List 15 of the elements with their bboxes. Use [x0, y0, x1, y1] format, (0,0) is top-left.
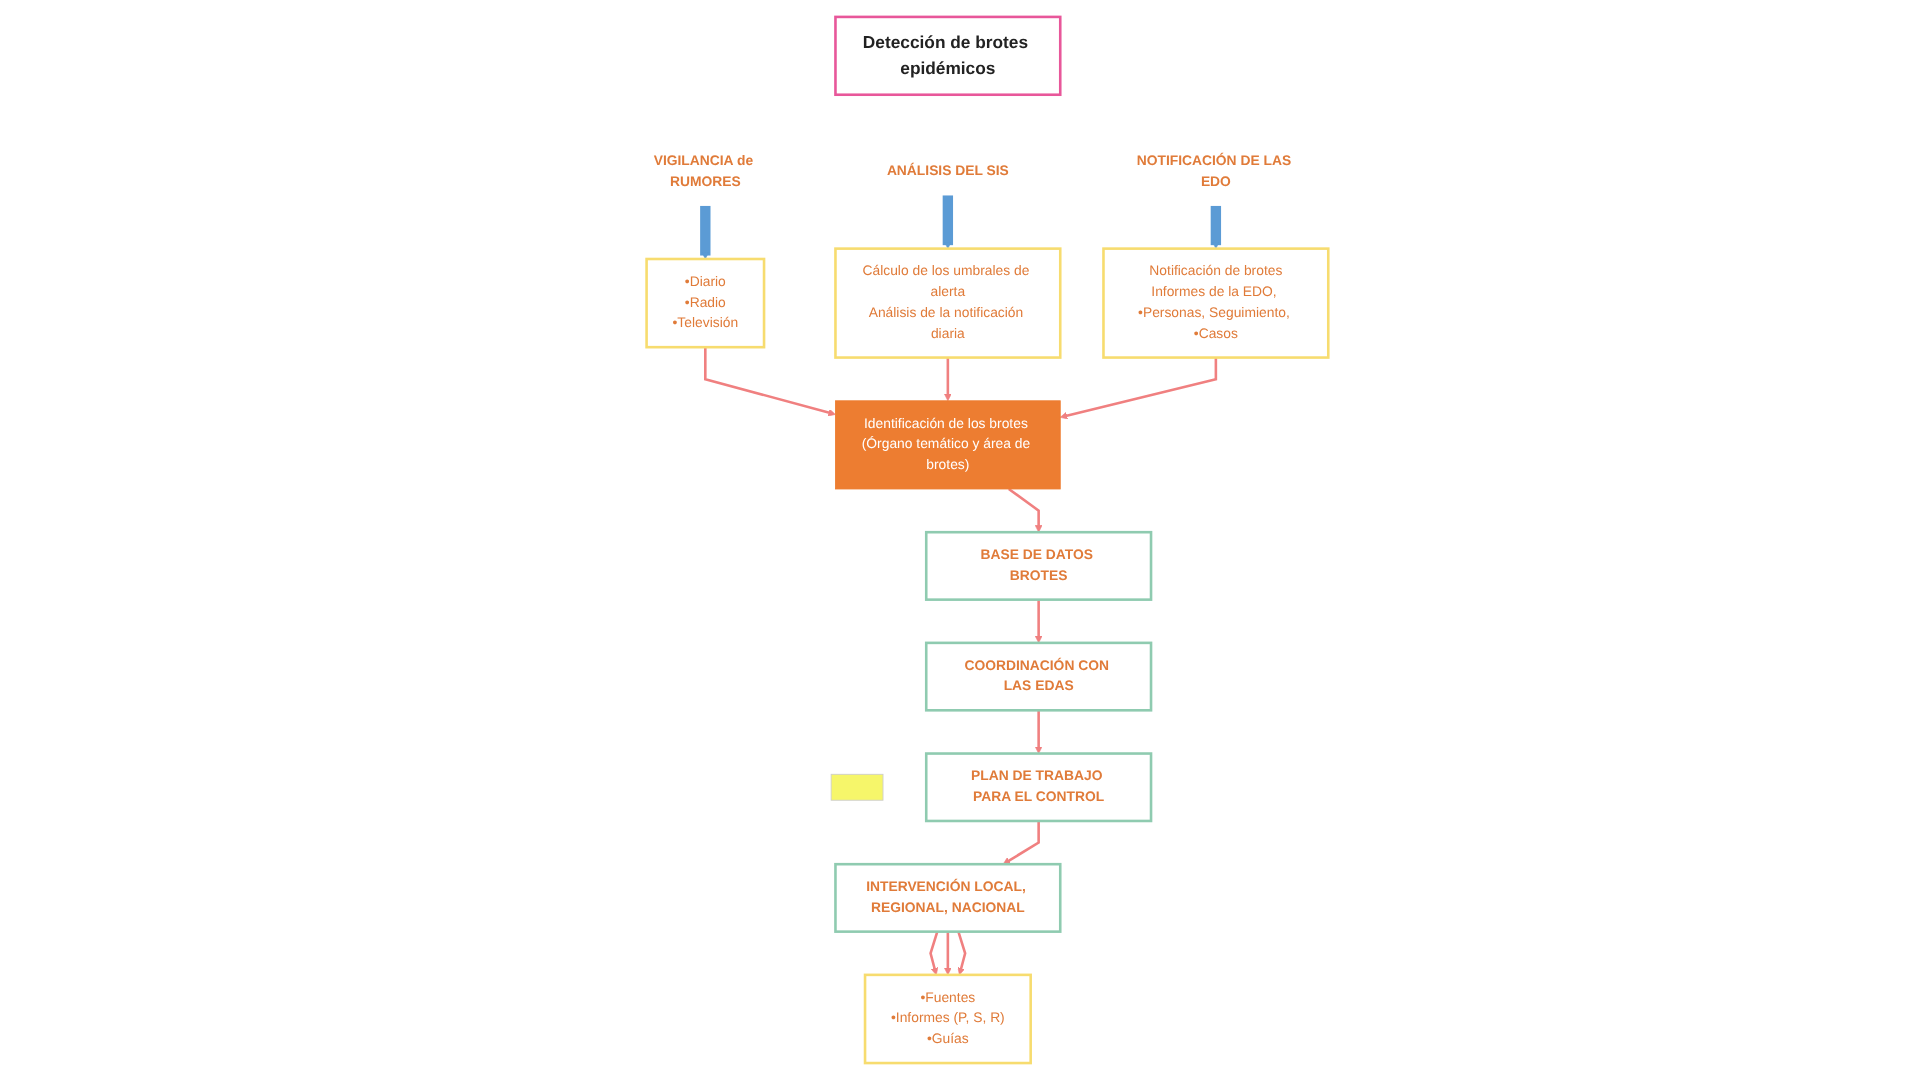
arrow: [928, 931, 938, 976]
arrow: [703, 347, 836, 417]
node-box: Detección de brotes epidémicos: [833, 15, 1061, 97]
node-box: [830, 773, 883, 801]
arrow: [1210, 205, 1221, 249]
arrow: [943, 931, 952, 976]
arrow: [1007, 487, 1042, 533]
arrow: [1059, 357, 1217, 420]
arrow: [942, 195, 953, 249]
arrow: [1034, 710, 1042, 754]
arrow: [956, 931, 966, 976]
arrow: [699, 205, 710, 260]
arrow: [1002, 820, 1040, 865]
arrow: [943, 357, 952, 402]
arrow: [1034, 599, 1042, 644]
